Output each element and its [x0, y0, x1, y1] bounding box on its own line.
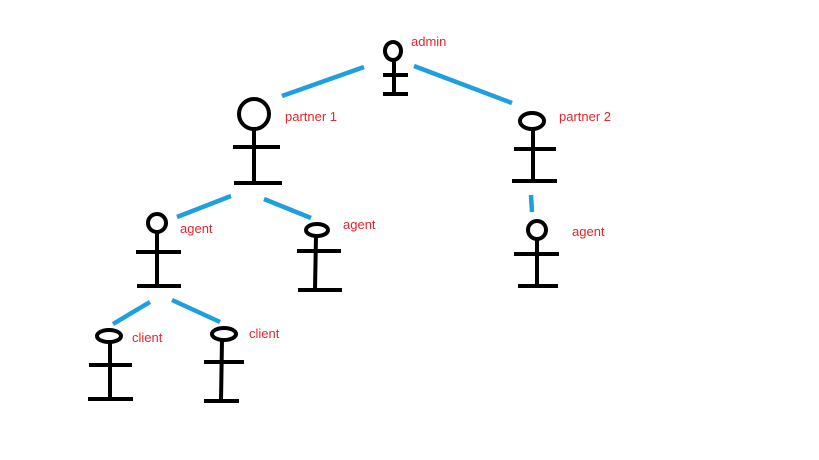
edge-admin-partner1	[281, 64, 365, 99]
stick-figure-icon	[383, 40, 408, 96]
connectors	[111, 63, 535, 326]
node-agent-1: agent	[136, 212, 213, 288]
node-label-partner2: partner 2	[559, 109, 611, 124]
stick-figure-icon	[204, 326, 244, 403]
node-client-1: client	[88, 328, 163, 401]
node-label-admin: admin	[411, 34, 446, 49]
node-label-client-1: client	[132, 330, 163, 345]
stick-figure-icon	[136, 212, 181, 288]
node-client-2: client	[204, 326, 280, 403]
node-agent-2: agent	[297, 217, 376, 292]
stick-figure-icon	[512, 111, 557, 183]
node-partner2: partner 2	[512, 109, 611, 183]
node-admin: admin	[383, 34, 446, 96]
edge-partner1-agent2	[263, 196, 312, 221]
node-label-agent-3: agent	[572, 224, 605, 239]
node-agent-3: agent	[514, 219, 605, 288]
edge-partner1-agent1	[176, 193, 232, 220]
node-label-agent-2: agent	[343, 217, 376, 232]
stick-figure-icon	[514, 219, 559, 288]
stick-figure-icon	[233, 97, 282, 185]
stick-figure-icon	[297, 222, 342, 292]
edge-agent1-client2	[171, 297, 221, 325]
stick-figure-icon	[88, 328, 133, 401]
edge-partner2-agent3	[528, 194, 535, 213]
edge-agent1-client1	[111, 300, 152, 326]
node-label-client-2: client	[249, 326, 280, 341]
node-label-agent-1: agent	[180, 221, 213, 236]
node-partner1: partner 1	[233, 97, 337, 185]
node-label-partner1: partner 1	[285, 109, 337, 124]
edge-admin-partner2	[413, 63, 513, 106]
